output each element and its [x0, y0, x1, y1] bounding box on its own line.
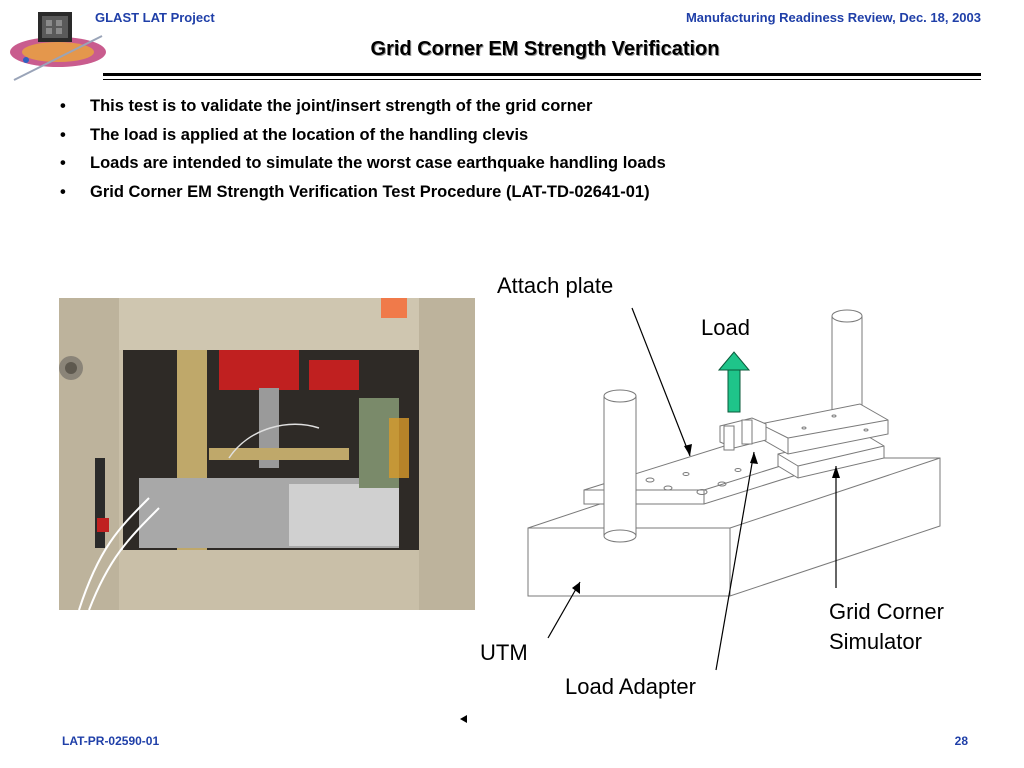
bullet-item: •The load is applied at the location of … [60, 125, 529, 144]
footer-page-number: 28 [954, 734, 968, 748]
bullet-text: Grid Corner EM Strength Verification Tes… [90, 182, 650, 201]
label-grid-corner-line1: Grid Corner [829, 599, 944, 624]
header-project: GLAST LAT Project [95, 10, 215, 25]
test-setup-photo [59, 298, 475, 611]
label-grid-corner-line2: Simulator [829, 629, 922, 654]
label-utm: UTM [480, 640, 528, 665]
title-rule-thick [103, 73, 981, 76]
fixture-diagram [490, 270, 1024, 710]
bullet-item: •This test is to validate the joint/inse… [60, 97, 593, 115]
label-load: Load [701, 315, 750, 340]
small-pointer-icon [460, 715, 467, 723]
slide-title: Grid Corner EM Strength Verification [370, 38, 720, 60]
bullet-item: •Grid Corner EM Strength Verification Te… [60, 182, 650, 201]
bullet-text: The load is applied at the location of t… [90, 125, 529, 144]
title-rule-thin [103, 79, 981, 80]
load-arrow-icon [717, 351, 751, 413]
glast-logo [6, 6, 106, 86]
label-attach-plate: Attach plate [497, 273, 614, 298]
bullet-text: Loads are intended to simulate the worst… [90, 154, 666, 172]
bullet-item: •Loads are intended to simulate the wors… [60, 154, 666, 172]
bullet-list: •This test is to validate the joint/inse… [60, 92, 666, 206]
bullet-text: This test is to validate the joint/inser… [90, 97, 593, 115]
label-load-adapter: Load Adapter [565, 674, 696, 699]
header-review: Manufacturing Readiness Review, Dec. 18,… [685, 10, 981, 25]
footer-doc-id: LAT-PR-02590-01 [62, 734, 160, 748]
label-grid-corner-simulator: Grid Corner Simulator [829, 597, 944, 657]
